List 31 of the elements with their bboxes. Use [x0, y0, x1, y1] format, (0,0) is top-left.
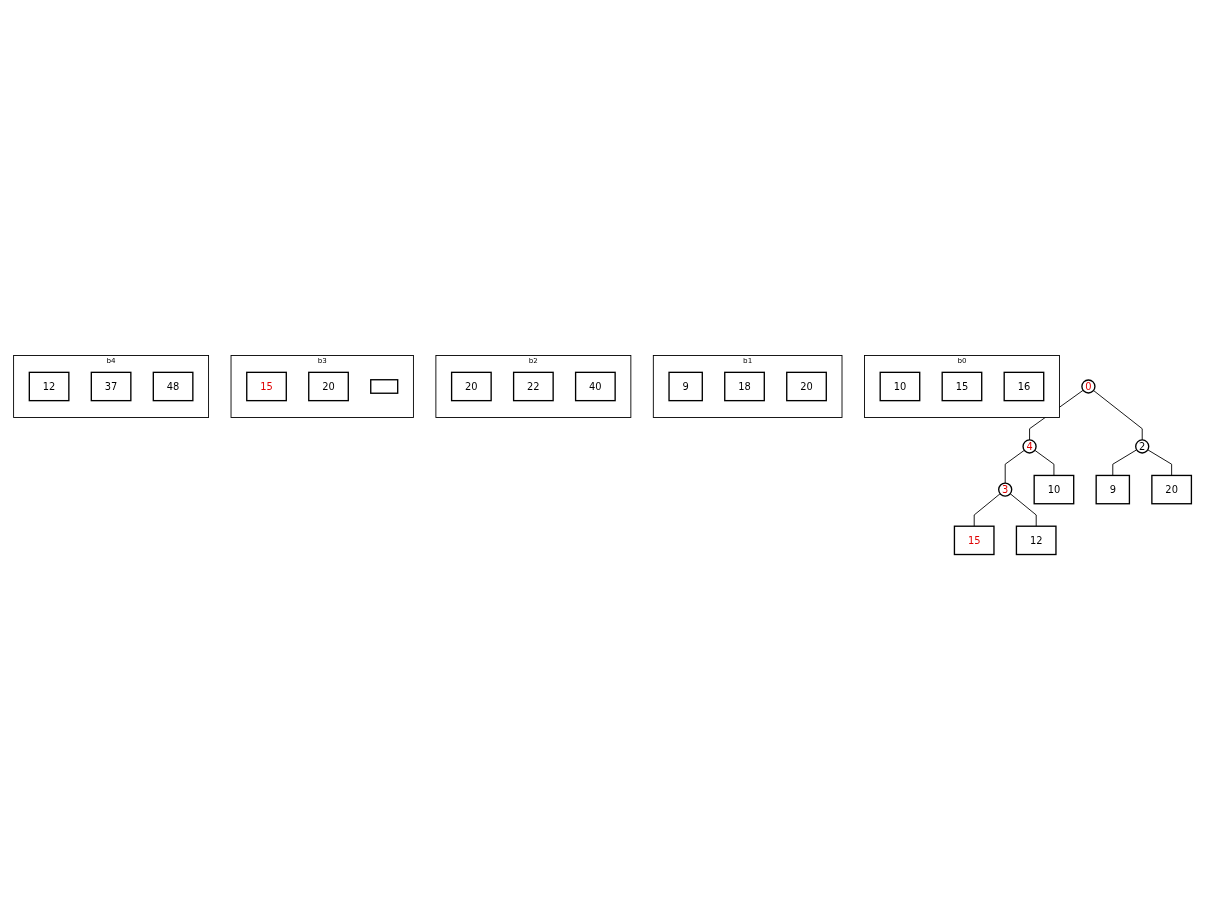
- node-box: 10: [879, 371, 921, 402]
- node-box: 12: [1015, 525, 1057, 556]
- node-circle: 4: [1022, 439, 1037, 454]
- node-box: 20: [450, 371, 492, 402]
- node-box: 40: [574, 371, 616, 402]
- node-circle: 0: [1081, 379, 1096, 394]
- connector: [1093, 390, 1143, 441]
- connector: [1034, 449, 1055, 476]
- node-box: 15: [941, 371, 983, 402]
- node-box: 16: [1003, 371, 1045, 402]
- connector: [1004, 449, 1025, 484]
- node-box: 20: [1151, 474, 1193, 505]
- node-box: 9: [668, 371, 703, 402]
- connector: [1147, 449, 1173, 476]
- node-box: 22: [512, 371, 554, 402]
- connector: [1112, 449, 1138, 476]
- connector: [1009, 493, 1037, 527]
- node-box: 48: [152, 371, 194, 402]
- node-box: 10: [1033, 474, 1075, 505]
- node-circle: 3: [998, 482, 1013, 497]
- node-box: 15: [246, 371, 287, 402]
- node-box: [370, 379, 399, 394]
- node-box: 20: [786, 371, 827, 402]
- node-box: 9: [1095, 474, 1131, 505]
- node-circle: 2: [1135, 439, 1150, 454]
- node-box: 12: [28, 371, 70, 402]
- connector: [973, 493, 1001, 527]
- node-box: 18: [724, 371, 765, 402]
- node-box: 15: [953, 525, 995, 556]
- node-box: 20: [308, 371, 349, 402]
- node-box: 37: [90, 371, 132, 402]
